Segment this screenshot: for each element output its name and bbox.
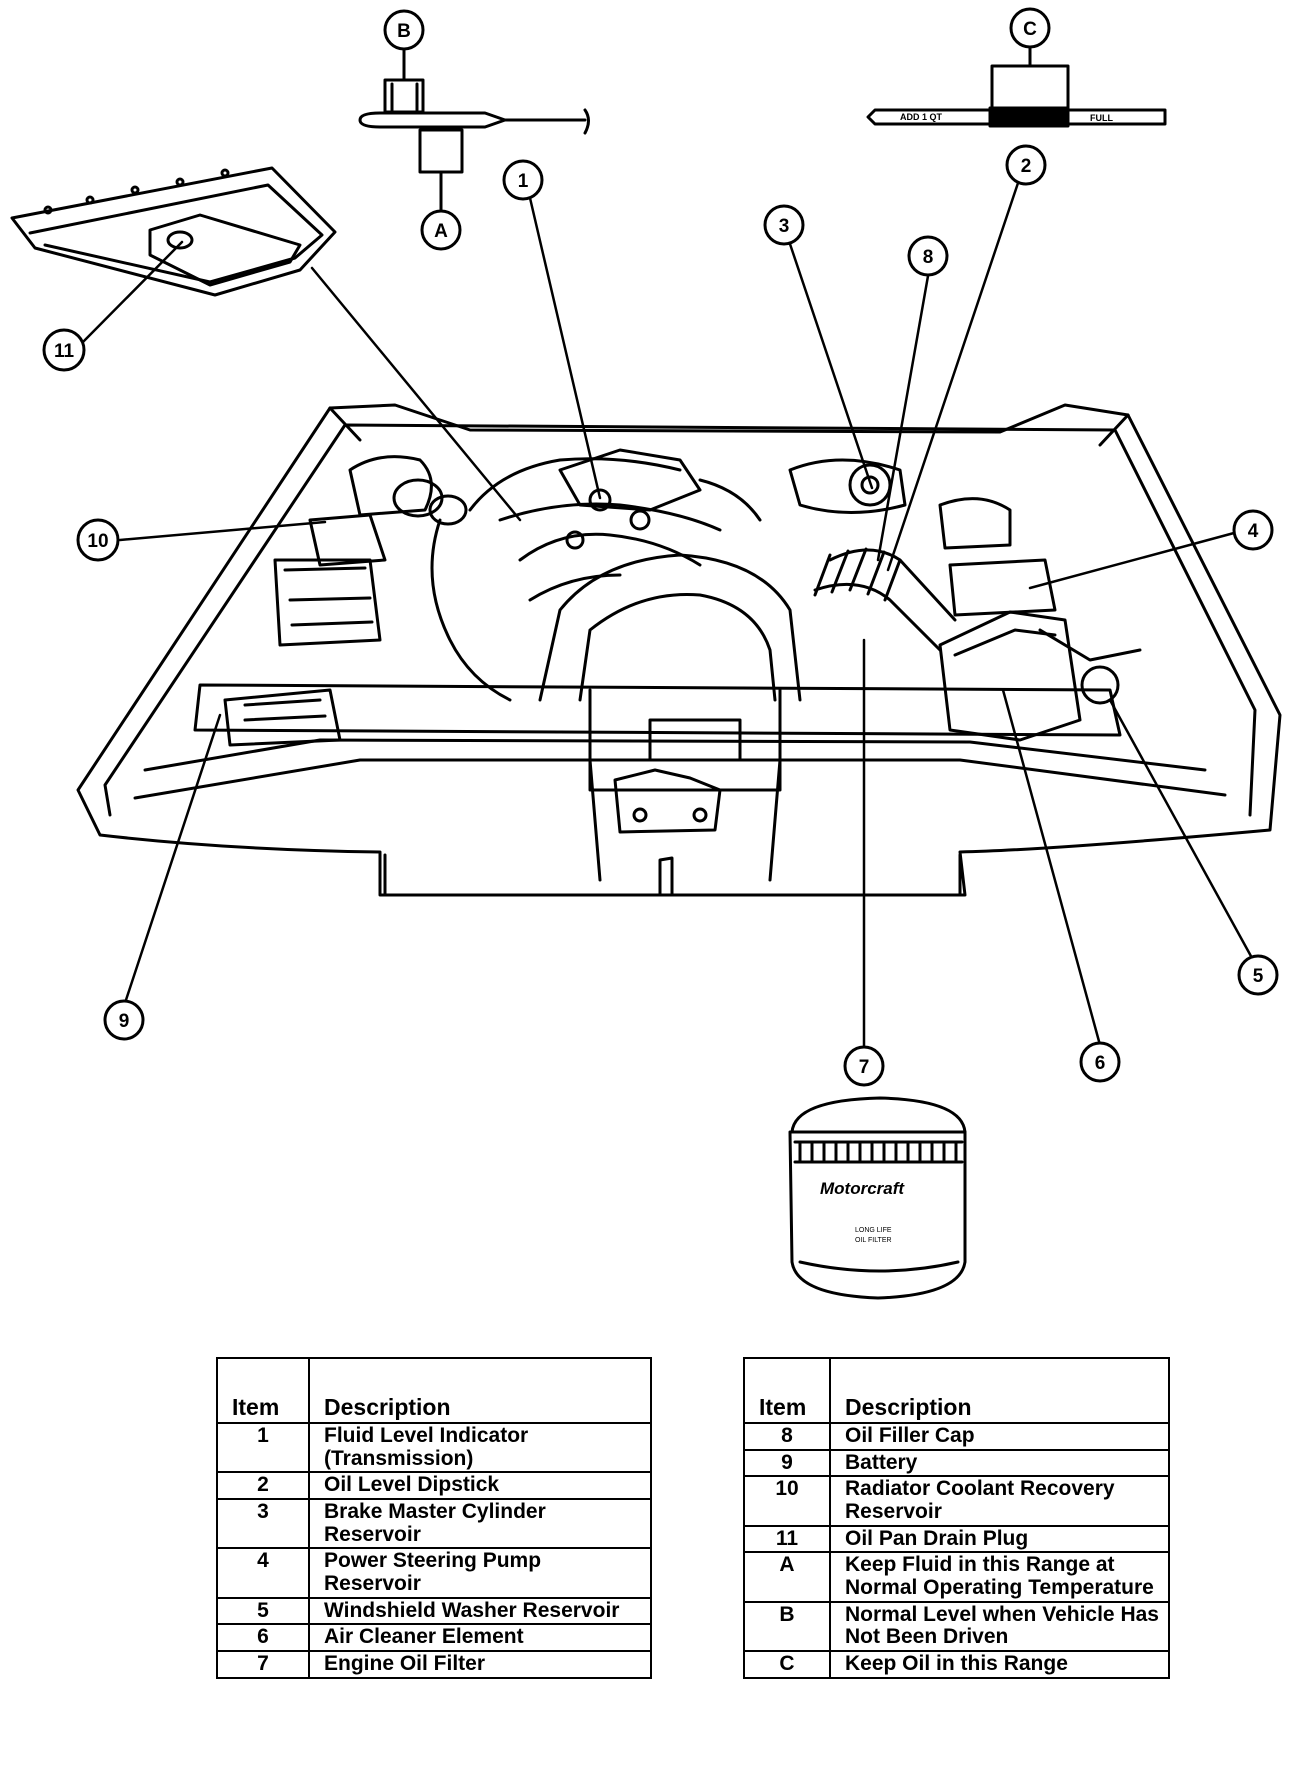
legend-description: Engine Oil Filter xyxy=(308,1649,652,1679)
legend-item: 6 xyxy=(216,1623,310,1652)
legend-item: A xyxy=(743,1551,831,1603)
legend-item: 8 xyxy=(743,1421,831,1451)
oil-filter-brand: Motorcraft xyxy=(820,1179,905,1198)
legend-item: 1 xyxy=(216,1421,310,1474)
legend-item: B xyxy=(743,1600,831,1652)
legend-header-description: Description xyxy=(829,1357,1170,1424)
legend-item: 5 xyxy=(216,1596,310,1626)
oil-filter-line1: LONG LIFE xyxy=(855,1227,892,1234)
legend-item: 7 xyxy=(216,1649,310,1679)
legend-description: Oil Pan Drain Plug xyxy=(829,1524,1170,1554)
legend-description: Keep Fluid in this Range at Normal Opera… xyxy=(829,1551,1170,1603)
legend-item: 11 xyxy=(743,1524,831,1554)
callout-c: C xyxy=(1023,19,1037,40)
oil-pan-illustration xyxy=(10,166,337,297)
legend-item: 9 xyxy=(743,1448,831,1478)
legend-description: Radiator Coolant Recovery Reservoir xyxy=(829,1475,1170,1527)
legend-description: Oil Filler Cap xyxy=(829,1421,1170,1451)
transmission-indicator-illustration xyxy=(358,46,590,214)
callout-7: 7 xyxy=(859,1057,870,1078)
oil-filter-illustration xyxy=(788,1096,967,1300)
callout-4: 4 xyxy=(1248,521,1259,542)
oil-filter-line2: OIL FILTER xyxy=(855,1237,892,1244)
callout-3: 3 xyxy=(779,216,790,237)
legend-item: 3 xyxy=(216,1497,310,1550)
legend-header-item: Item xyxy=(216,1357,310,1424)
legend-description: Keep Oil in this Range xyxy=(829,1649,1170,1679)
legend-item: C xyxy=(743,1649,831,1679)
legend-description: Power Steering Pump Reservoir xyxy=(308,1547,652,1599)
legend-description: Normal Level when Vehicle Has Not Been D… xyxy=(829,1600,1170,1652)
dipstick-add-label: ADD 1 QT xyxy=(900,112,943,122)
legend-description: Fluid Level Indicator (Transmission) xyxy=(308,1421,652,1474)
engine-bay-illustration xyxy=(76,403,1282,897)
callout-10: 10 xyxy=(87,531,108,552)
legend-description: Windshield Washer Reservoir xyxy=(308,1596,652,1626)
dipstick-full-label: FULL xyxy=(1090,113,1113,123)
callout-11: 11 xyxy=(54,341,75,362)
legend-item: 2 xyxy=(216,1471,310,1500)
legend-description: Battery xyxy=(829,1448,1170,1478)
dipstick-illustration xyxy=(866,40,1167,128)
legend-item: 4 xyxy=(216,1547,310,1599)
callout-9: 9 xyxy=(119,1011,130,1032)
callout-b: B xyxy=(397,21,411,42)
legend-description: Air Cleaner Element xyxy=(308,1623,652,1652)
leader-lines xyxy=(78,181,1254,1048)
callout-a: A xyxy=(434,221,448,242)
callout-1: 1 xyxy=(518,171,529,192)
legend-item: 10 xyxy=(743,1475,831,1527)
callout-2: 2 xyxy=(1021,156,1032,177)
callout-5: 5 xyxy=(1253,966,1264,987)
legend-header-description: Description xyxy=(308,1357,652,1424)
callout-8: 8 xyxy=(923,247,934,268)
legend-header-item: Item xyxy=(743,1357,831,1424)
legend-description: Brake Master Cylinder Reservoir xyxy=(308,1497,652,1550)
callout-6: 6 xyxy=(1095,1053,1106,1074)
legend-description: Oil Level Dipstick xyxy=(308,1471,652,1500)
